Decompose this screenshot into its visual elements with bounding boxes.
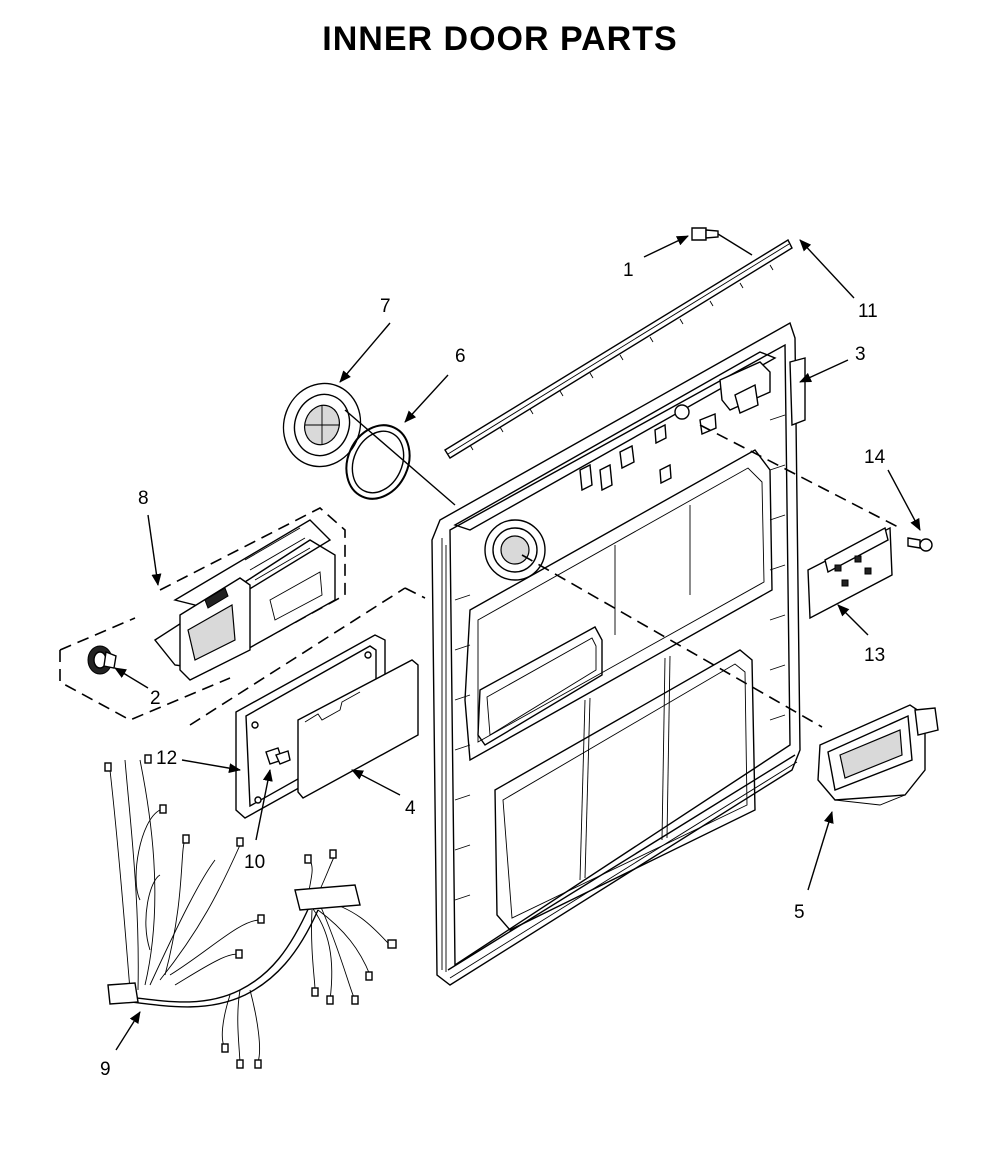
part-1-screw [691, 227, 753, 256]
callout-10: 10 [244, 852, 265, 873]
part-9-wire-harness [104, 754, 397, 1069]
callout-1: 1 [623, 260, 634, 281]
callout-14: 14 [864, 447, 886, 468]
part-5-vent-assembly [817, 704, 939, 806]
part-4-control-board [297, 659, 419, 799]
callout-11: 11 [858, 301, 878, 322]
callout-6: 6 [455, 346, 466, 367]
callout-9: 9 [100, 1059, 111, 1080]
callout-13: 13 [864, 645, 885, 666]
part-8-dispenser [153, 507, 346, 681]
part-2-knob [59, 617, 231, 721]
callout-2: 2 [150, 688, 161, 709]
callout-7: 7 [380, 296, 391, 317]
callout-8: 8 [138, 488, 149, 509]
callout-5: 5 [794, 902, 805, 923]
inner-door-panel [431, 321, 806, 986]
part-13-bracket [807, 526, 893, 620]
part-10-screw [265, 747, 291, 765]
part-7-vent-cap [282, 382, 362, 468]
part-11-trim-strip [444, 239, 793, 459]
part-14-screw [907, 537, 933, 552]
page-title: INNER DOOR PARTS [322, 20, 678, 58]
callout-3: 3 [855, 344, 866, 365]
callout-arrows [114, 235, 921, 1051]
assembly-line-vent [344, 409, 456, 506]
callout-12: 12 [156, 748, 177, 769]
assembly-line-vent-assembly [521, 554, 823, 728]
part-6-gasket-ring [345, 424, 411, 500]
callout-4: 4 [405, 798, 416, 819]
